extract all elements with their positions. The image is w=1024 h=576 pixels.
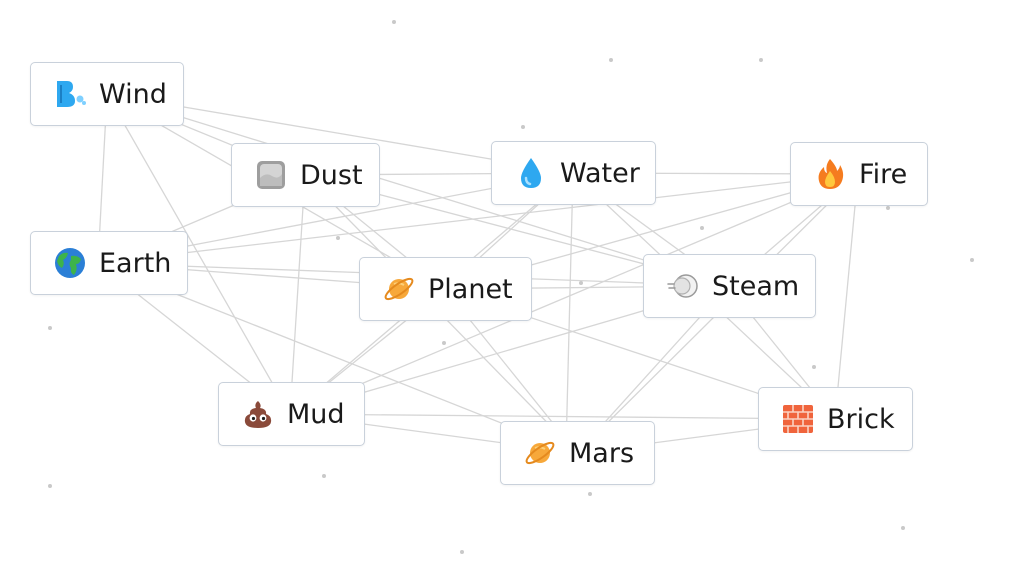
element-tile-wind[interactable]: Wind — [30, 62, 184, 126]
brick-icon — [781, 402, 815, 436]
element-tile-mars[interactable]: Mars — [500, 421, 655, 485]
globe-icon — [53, 246, 87, 280]
background-dot — [442, 341, 446, 345]
background-dot — [588, 492, 592, 496]
element-tile-steam[interactable]: Steam — [643, 254, 816, 318]
background-dot — [48, 484, 52, 488]
ringed-planet-icon — [523, 436, 557, 470]
element-tile-water[interactable]: Water — [491, 141, 656, 205]
background-dot — [579, 281, 583, 285]
background-dot — [392, 20, 396, 24]
background-dot — [609, 58, 613, 62]
element-tile-mud[interactable]: Mud — [218, 382, 365, 446]
mud-icon — [241, 397, 275, 431]
background-dot — [812, 365, 816, 369]
background-dot — [48, 326, 52, 330]
element-label: Fire — [859, 158, 908, 190]
background-dot — [521, 125, 525, 129]
background-dot — [336, 236, 340, 240]
element-tile-brick[interactable]: Brick — [758, 387, 913, 451]
steam-icon — [666, 269, 700, 303]
element-tile-dust[interactable]: Dust — [231, 143, 380, 207]
element-label: Planet — [428, 273, 513, 305]
element-tile-planet[interactable]: Planet — [359, 257, 532, 321]
background-dot — [886, 206, 890, 210]
background-dot — [460, 550, 464, 554]
element-label: Mars — [569, 437, 635, 469]
background-dot — [970, 258, 974, 262]
element-label: Dust — [300, 159, 363, 191]
element-label: Earth — [99, 247, 172, 279]
fire-icon — [813, 157, 847, 191]
ringed-planet-icon — [382, 272, 416, 306]
wind-icon — [53, 77, 87, 111]
element-label: Water — [560, 157, 640, 189]
element-tile-earth[interactable]: Earth — [30, 231, 188, 295]
element-label: Wind — [99, 78, 167, 110]
element-tile-fire[interactable]: Fire — [790, 142, 928, 206]
dust-icon — [254, 158, 288, 192]
element-label: Brick — [827, 403, 895, 435]
background-dot — [759, 58, 763, 62]
water-droplet-icon — [514, 156, 548, 190]
element-label: Steam — [712, 270, 800, 302]
background-dot — [322, 474, 326, 478]
background-dot — [700, 226, 704, 230]
element-label: Mud — [287, 398, 345, 430]
background-dot — [901, 526, 905, 530]
